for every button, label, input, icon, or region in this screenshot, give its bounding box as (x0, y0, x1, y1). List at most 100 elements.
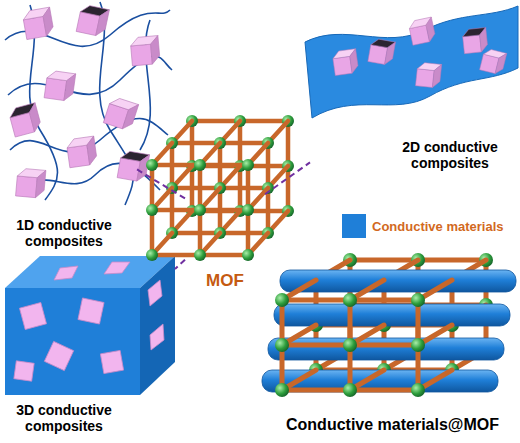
lattice-nodes (186, 115, 294, 217)
conductive-sheet (305, 6, 518, 118)
caption: 2D conductive composites (388, 139, 512, 171)
linker-bar (266, 143, 271, 188)
conductive-sheet (416, 62, 442, 88)
linker-bar (172, 231, 220, 236)
cube-particles (117, 150, 149, 182)
lattice-bars (282, 280, 452, 390)
cube-particles (76, 4, 109, 37)
linker-bar (200, 163, 248, 168)
caption: Conductive materials@MOF (270, 416, 515, 434)
conductive-sheet (408, 17, 436, 45)
conductive-block (5, 288, 140, 395)
mof-lattice (146, 115, 294, 261)
legend-label: Conductive materials (372, 219, 504, 234)
metal-node (146, 159, 158, 171)
lattice-bars (172, 121, 288, 233)
legend-swatch (342, 214, 366, 238)
lattice-nodes (146, 159, 254, 261)
mof-with-rods (262, 253, 516, 397)
composite-2d: 2D conductive composites (310, 5, 515, 175)
metal-node (146, 204, 158, 216)
lattice-nodes (275, 293, 425, 397)
linker-bar (198, 210, 203, 255)
linker-bar (350, 298, 418, 303)
metal-node (275, 293, 289, 307)
linker-bar (246, 165, 251, 210)
dashed-connector (265, 162, 310, 194)
conductive-sheet (368, 38, 396, 66)
metal-node (194, 159, 206, 171)
caption: MOF (185, 271, 265, 291)
conductive-sheet (305, 6, 518, 118)
metal-node (411, 383, 425, 397)
conductive-block (78, 298, 104, 324)
conductive-rod (262, 370, 498, 392)
conductive-block (104, 262, 130, 274)
conductive-sheet (332, 49, 359, 76)
linker-bar (172, 141, 220, 146)
linker-bar (152, 253, 200, 258)
mof-framework: MOF (185, 150, 265, 295)
conductive-block (44, 341, 73, 370)
linker-bar (286, 121, 291, 166)
conductive-mof: Conductive materials@MOF (270, 255, 515, 438)
linker-bar (282, 388, 350, 393)
legend: Conductive materials (342, 214, 504, 238)
linker-bar (198, 165, 203, 210)
linker-bar (152, 163, 200, 168)
caption: 3D conductive composites (5, 402, 123, 434)
metal-node (242, 249, 254, 261)
fibre-network (5, 2, 172, 205)
cube-particles (130, 36, 160, 66)
conductive-sheet (462, 28, 488, 54)
linker-bar (266, 188, 271, 233)
metal-node (242, 159, 254, 171)
conductive-block (5, 256, 175, 395)
lattice-bars (152, 143, 268, 255)
conductive-block (140, 256, 175, 395)
legend-item: Conductive materials (342, 214, 504, 238)
conductive-block (20, 303, 47, 330)
composite-3d: 3D conductive composites (5, 258, 175, 438)
cube-particles (103, 96, 138, 131)
conductive-block (150, 324, 164, 350)
linker-bar (150, 210, 155, 255)
linker-bar (282, 343, 350, 348)
conductive-rod (268, 338, 504, 360)
cube-particles (22, 7, 54, 39)
metal-node (411, 293, 425, 307)
linker-bar (200, 253, 248, 258)
cube-particles (66, 136, 98, 168)
linker-bar (150, 165, 155, 210)
conductive-block (14, 361, 34, 381)
linker-bar (240, 119, 288, 124)
cube-particles (8, 103, 42, 137)
metal-node (194, 249, 206, 261)
metal-node (242, 204, 254, 216)
dashed-connector (135, 168, 185, 198)
metal-node (343, 383, 357, 397)
linker-bar (220, 231, 268, 236)
linker-bar (152, 208, 200, 213)
conductive-rod (274, 304, 510, 326)
conductive-block (14, 262, 164, 381)
metal-node (275, 383, 289, 397)
linker-bar (220, 186, 268, 191)
cube-particles (16, 168, 46, 198)
dashed-connector (175, 260, 185, 269)
linker-bar (172, 186, 220, 191)
cube-particles (44, 70, 76, 102)
metal-node (194, 204, 206, 216)
linker-bar (418, 258, 486, 263)
linker-bar (350, 258, 418, 263)
linker-bar (192, 119, 240, 124)
composite-1d: 1D conductive composites (5, 5, 135, 253)
linker-bar (282, 298, 350, 303)
linker-bar (220, 141, 268, 146)
linker-bar (350, 388, 418, 393)
conductive-block (54, 266, 78, 280)
conductive-block (148, 280, 162, 306)
linker-bar (350, 343, 418, 348)
metal-node (275, 338, 289, 352)
conductive-rods (262, 270, 516, 392)
